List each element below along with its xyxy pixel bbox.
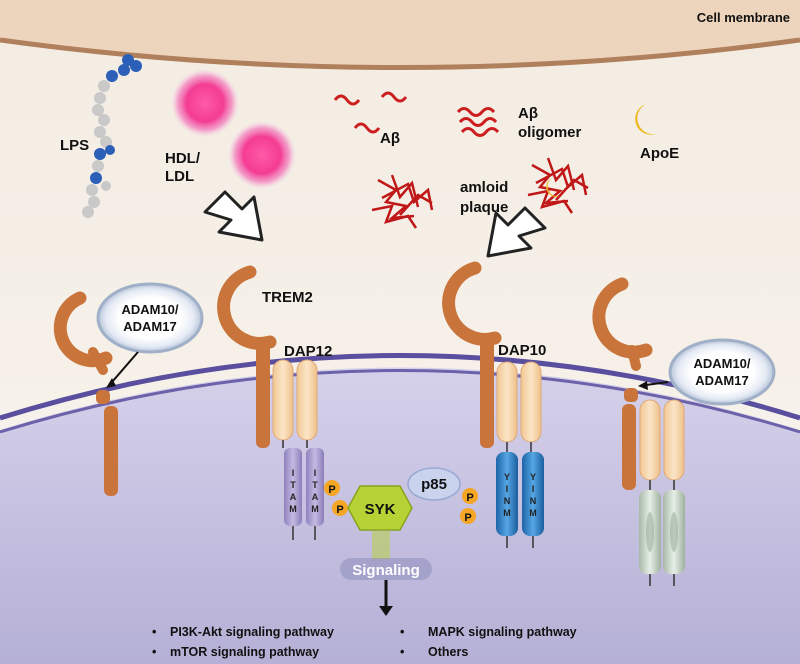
bullet: • <box>152 625 156 639</box>
signaling-arrow-head <box>379 606 393 616</box>
trem2-receptor <box>217 265 277 448</box>
svg-text:P: P <box>336 504 343 516</box>
amyloid-plaque <box>527 157 589 214</box>
trem2-receptor-cleaved <box>592 277 653 490</box>
binding-arrow <box>486 206 547 258</box>
pathway-item: mTOR signaling pathway <box>170 645 319 659</box>
adam-left-label-line2: ADAM17 <box>123 319 176 334</box>
svg-text:P: P <box>464 512 471 524</box>
lipoprotein-particle <box>171 69 239 137</box>
bullet: • <box>400 625 404 639</box>
phosphate-group: P <box>460 508 476 524</box>
phosphate-group: P <box>332 500 348 516</box>
abeta-oligomer <box>456 107 500 137</box>
top-membrane-band <box>0 0 800 68</box>
hdl-label-line2: LDL <box>165 168 194 185</box>
trem2-receptor-cleaved <box>53 291 118 496</box>
abeta-oligomer-label-line2: oligomer <box>518 124 582 141</box>
svg-text:P: P <box>466 492 473 504</box>
amyloid-plaque <box>371 174 434 229</box>
top-membrane-edge <box>0 37 800 70</box>
lipoprotein-particle <box>228 121 296 189</box>
amyloid-label-line1: amloid <box>460 179 508 196</box>
dap12-label: DAP12 <box>284 343 332 360</box>
dap12-adaptor <box>272 359 318 448</box>
cleavage-arrow-head <box>106 378 116 388</box>
abeta-label: Aβ <box>380 130 400 147</box>
signaling-stem <box>372 531 390 559</box>
adam-right-label-line1: ADAM10/ <box>693 356 750 371</box>
lps-molecule <box>82 54 142 218</box>
pathway-list: • PI3K-Akt signaling pathway • mTOR sign… <box>152 625 577 659</box>
adam-right-label-line2: ADAM17 <box>695 373 748 388</box>
p85-label: p85 <box>421 476 447 493</box>
apoe-label: ApoE <box>640 145 679 162</box>
syk-label: SYK <box>365 501 396 518</box>
phosphate-group: P <box>462 488 478 504</box>
lps-label: LPS <box>60 137 89 154</box>
cell-membrane-label: Cell membrane <box>697 10 790 25</box>
p85-subunit: p85 <box>407 467 461 501</box>
dap-adaptor-unbound <box>639 399 685 586</box>
abeta-monomer <box>333 91 408 134</box>
adam-protease-right: ADAM10/ ADAM17 <box>668 338 776 406</box>
pathway-item: PI3K-Akt signaling pathway <box>170 625 334 639</box>
syk-kinase: SYK <box>347 485 413 531</box>
trem2-label: TREM2 <box>262 289 313 306</box>
svg-text:P: P <box>328 484 335 496</box>
cleavage-arrow <box>111 351 139 383</box>
phosphate-group: P <box>324 480 340 496</box>
amyloid-label-line2: plaque <box>460 199 508 216</box>
adam-left-label-line1: ADAM10/ <box>121 302 178 317</box>
dap10-adaptor <box>496 361 542 452</box>
pathway-item: Others <box>428 645 468 659</box>
cleavage-arrow-head <box>638 381 648 390</box>
adam-protease-left: ADAM10/ ADAM17 <box>96 282 204 354</box>
trem2-receptor <box>442 261 502 448</box>
pathway-item: MAPK signaling pathway <box>428 625 577 639</box>
hdl-label-line1: HDL/ <box>165 150 201 167</box>
bullet: • <box>152 645 156 659</box>
bullet: • <box>400 645 404 659</box>
dap10-label: DAP10 <box>498 342 546 359</box>
plasma-membrane-inner <box>0 369 800 434</box>
binding-arrow <box>203 190 264 242</box>
cleavage-arrow <box>645 381 669 386</box>
abeta-oligomer-label-line1: Aβ <box>518 105 538 122</box>
signaling-label: Signaling <box>352 562 420 579</box>
signaling-badge <box>340 558 432 580</box>
